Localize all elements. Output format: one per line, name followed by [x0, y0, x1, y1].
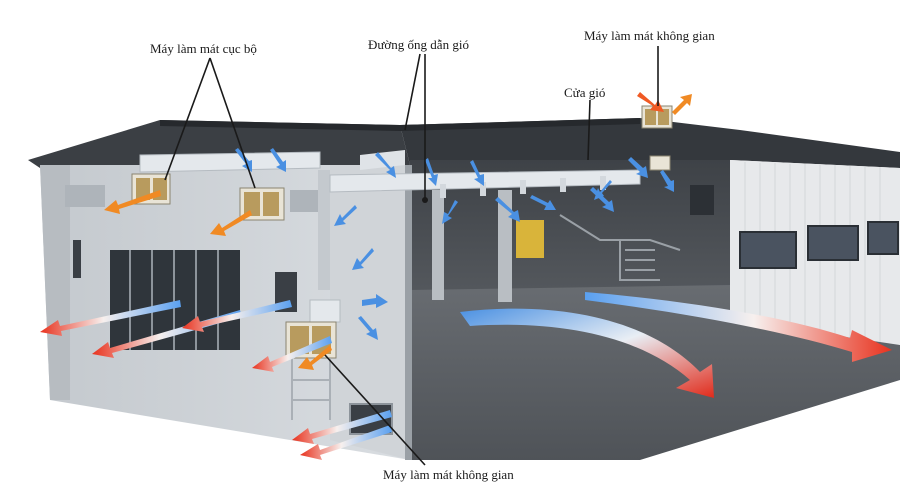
main-duct-interior [329, 169, 641, 193]
interior-back-wall [410, 160, 730, 300]
roof-back-edge [160, 118, 640, 131]
interior-column-1 [432, 190, 444, 300]
cool-air-arrows [235, 148, 674, 340]
partition-wall [330, 165, 410, 460]
interior-column-2 [498, 190, 512, 302]
duct-pointer-dot [422, 197, 428, 203]
right-window-2 [807, 225, 859, 261]
floor-airflow-arrow [460, 308, 714, 398]
partition-edge [405, 165, 412, 460]
exterior-airflow-arrows [40, 92, 692, 460]
callout-leader-lines [164, 46, 659, 466]
side-window [275, 272, 297, 312]
back-wall-box [690, 185, 714, 215]
electrical-panel [516, 220, 544, 258]
interior-vent-unit [649, 155, 671, 171]
right-window-1 [739, 231, 797, 269]
left-wall-shade [40, 165, 70, 400]
vertical-duct [309, 299, 341, 323]
duct-branches [440, 176, 606, 198]
floor-airflow-arrow-right [585, 292, 892, 362]
space-cooler-top-label: Máy làm mát không gian [584, 28, 715, 43]
local-cooler-label: Máy làm mát cục bộ [150, 41, 257, 56]
main-duct-left [139, 151, 321, 173]
right-window-3 [867, 221, 899, 255]
interior-column-3 [318, 170, 330, 290]
roof-right [400, 118, 900, 168]
air-vent-label: Cửa gió [564, 85, 606, 100]
left-narrow-window [73, 240, 81, 278]
staircase [559, 214, 681, 281]
left-small-window-1 [65, 185, 105, 207]
space-cooler-bottom-label: Máy làm mát không gian [383, 467, 514, 482]
air-duct-label: Đường ống dẫn gió [368, 37, 469, 52]
